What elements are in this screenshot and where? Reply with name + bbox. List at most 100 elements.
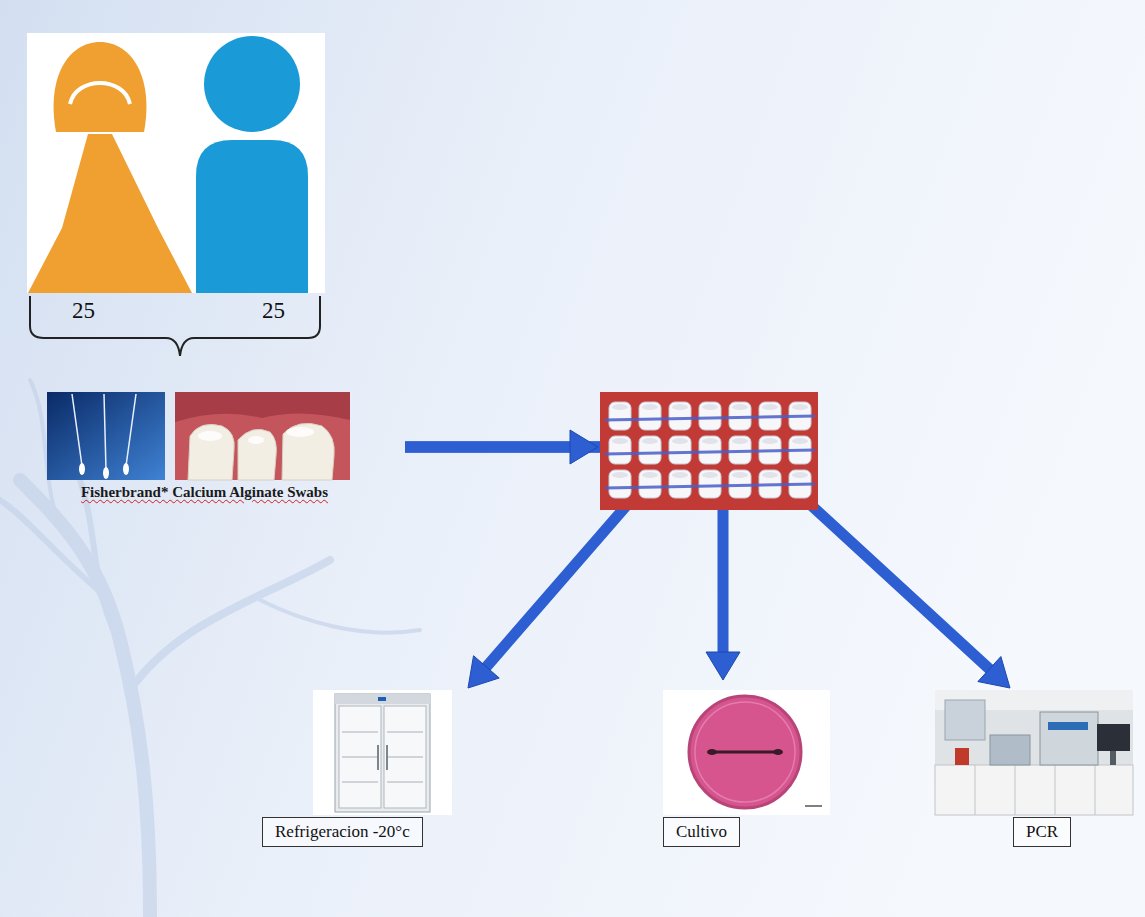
swab-photo [104,394,106,470]
pcr-lab-photo [955,748,969,765]
petri-dish-photo [663,690,830,815]
pcr-lab-photo [975,765,1095,815]
photo-group: Fisherbrand* Calcium Alginate Swabs [40,388,405,528]
freezer-photo [387,731,423,733]
pcr-lab-photo [935,690,1133,815]
freezer-photo [378,697,386,701]
arrow-head [468,656,499,688]
swab-photo [126,394,136,466]
method-label: Cultivo [663,817,740,847]
method-label: Refrigeracion -20°c [262,817,423,847]
swab-photo [47,392,165,480]
teeth-photo [188,424,234,480]
freezer-photo [342,781,378,783]
tube-rack-photo [605,416,815,420]
pcr-lab-photo [945,700,985,740]
swab-photo [72,394,136,470]
freezer-photo [313,690,452,815]
method-label: PCR [1013,817,1071,847]
count-label: 25 [262,298,285,324]
photo-caption: Fisherbrand* Calcium Alginate Swabs [72,484,337,501]
freezer-photo [335,694,430,812]
tube-rack-photo [600,392,818,510]
freezer-photo [339,706,381,808]
freezer-photo [384,706,426,808]
teeth-photo [282,423,334,480]
method-box: PCR [930,688,1138,850]
petri-dish-photo [689,696,801,808]
pcr-lab-photo [975,765,976,815]
pcr-lab-photo [935,690,1133,815]
female-icon [54,42,147,132]
teeth-photo [188,423,334,480]
tree-watermark [130,560,330,690]
arrow-head [570,430,598,464]
pcr-lab-photo [1097,724,1130,751]
teeth-photo [198,431,222,441]
teeth-photo [175,392,350,480]
pcr-lab-photo [1015,765,1016,815]
freezer-photo [342,732,423,782]
petri-dish-photo [773,749,783,755]
teeth-photo [175,392,350,480]
arrow-head [706,652,740,680]
tube-rack-photo [605,398,815,500]
pcr-lab-photo [1040,712,1098,765]
freezer-photo [387,781,423,783]
swab-photo [123,463,129,475]
male-icon [204,36,300,132]
bracket [30,296,320,356]
male-icon [196,140,308,293]
tree-watermark [20,480,150,917]
pcr-lab-photo [1055,765,1056,815]
female-icon [28,42,192,293]
swab-photo [47,392,165,480]
petri-dish-photo [695,702,795,802]
tube-rack-photo [605,450,815,454]
teeth-photo [198,427,314,444]
pcr-lab-photo [1110,751,1116,765]
icon-panel [27,33,325,293]
tube-rack-photo [605,484,815,488]
female-icon [70,83,130,104]
freezer-photo [313,690,452,815]
swab-photo [79,463,129,479]
pcr-lab-photo [935,765,1133,815]
swab-photo [72,394,82,466]
teeth-photo [238,429,276,480]
pcr-lab-photo [1048,722,1088,730]
freezer-photo [387,756,423,758]
freezer-photo [377,745,379,770]
arrow-head [978,657,1010,688]
pcr-lab-photo [990,735,1030,765]
swab-photo [103,467,109,479]
teeth-photo [248,436,264,444]
tube-rack-photo [605,416,815,488]
petri-dish-photo [712,751,778,754]
tube-rack-photo [600,392,818,510]
male-icon [196,36,308,293]
method-box: Cultivo [655,680,840,850]
count-label: 25 [72,298,95,324]
female-icon [28,134,192,293]
people-icon [27,33,325,293]
teeth-photo [175,392,350,422]
pcr-lab-photo [1095,765,1096,815]
petri-dish-photo [663,690,830,815]
freezer-photo [335,694,430,704]
swab-photo [79,463,85,475]
freezer-photo [378,745,387,770]
petri-dish-photo [707,749,717,755]
tree-watermark [80,480,125,650]
freezer-photo [342,731,378,733]
teeth-photo [286,427,314,437]
freezer-photo [386,745,388,770]
petri-dish-photo [805,805,822,807]
tree-watermark [260,600,420,633]
freezer-photo [342,756,378,758]
